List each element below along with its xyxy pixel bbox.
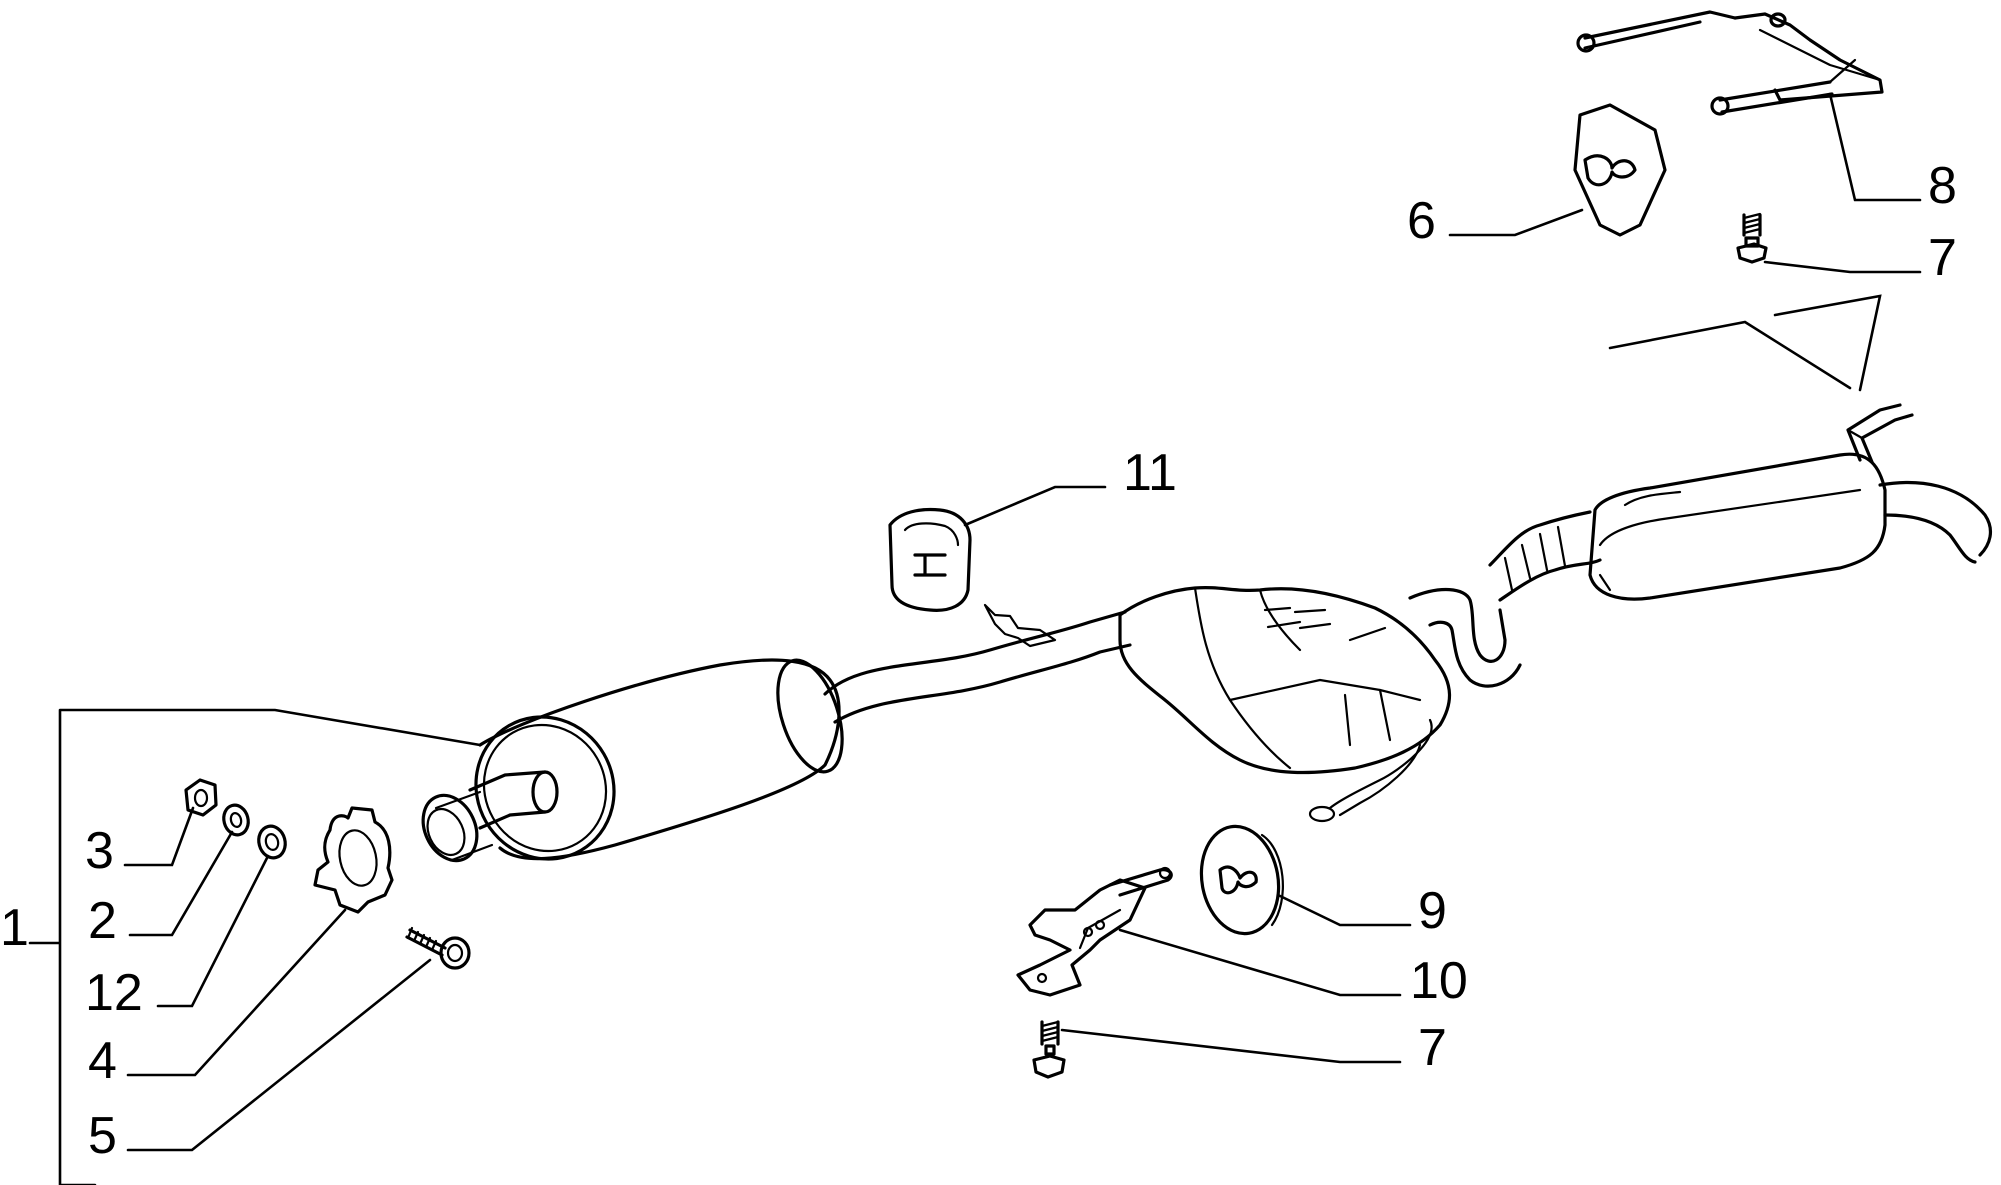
callout-3: 3	[85, 822, 114, 880]
callout-10: 10	[1410, 952, 1468, 1010]
callout-labels: 1 3 2 12 4 5 6 8 7 11 9 10 7	[0, 157, 1957, 1165]
bolt-7-top	[1736, 212, 1768, 264]
clamp-4	[313, 806, 394, 914]
rubber-ring-9	[1199, 824, 1284, 936]
callout-7-top: 7	[1928, 229, 1957, 287]
callout-6: 6	[1407, 192, 1436, 250]
rubber-mount-11	[888, 507, 972, 612]
callout-7-bottom: 7	[1418, 1019, 1447, 1077]
callout-12: 12	[85, 964, 143, 1022]
callout-4: 4	[88, 1032, 117, 1090]
callout-9: 9	[1418, 882, 1447, 940]
callout-11: 11	[1123, 444, 1177, 502]
front-silencer-part	[421, 603, 1132, 863]
callout-5: 5	[88, 1107, 117, 1165]
leader-lines	[28, 92, 1922, 1185]
callout-1: 1	[0, 899, 29, 957]
washer-12	[257, 824, 287, 860]
rear-silencer-part	[1488, 403, 1993, 602]
bolt-7-bottom	[1032, 1020, 1066, 1079]
bolt-5	[405, 926, 471, 970]
callout-8: 8	[1928, 157, 1957, 215]
front-bracket-10	[1016, 866, 1173, 997]
washer-2	[222, 803, 250, 837]
rubber-mount-6	[1573, 103, 1667, 237]
callout-2: 2	[88, 892, 117, 950]
nut-3	[184, 778, 218, 817]
catalytic-converter-part	[1118, 586, 1522, 823]
rear-bracket-8	[1576, 10, 1884, 116]
